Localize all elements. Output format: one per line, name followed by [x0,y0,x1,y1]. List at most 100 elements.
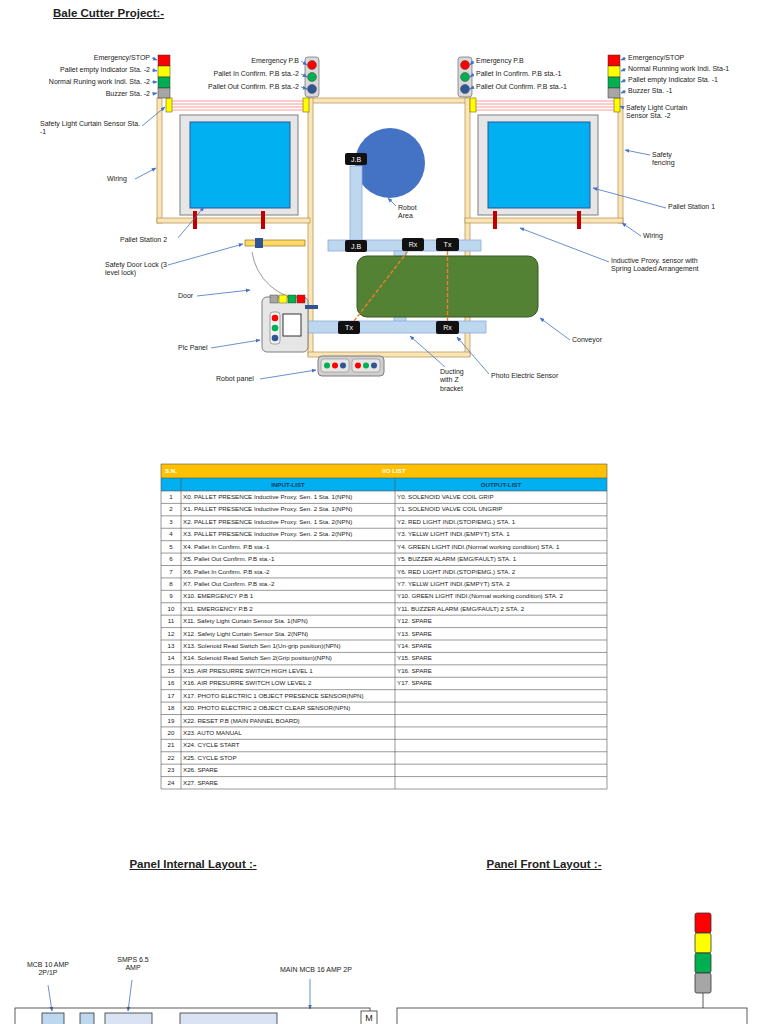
io-table-grid [395,478,396,789]
leader-line [301,74,307,77]
light-curtain [476,101,615,102]
io-table-grid [161,702,607,703]
leader-line [410,336,445,367]
door-lock [255,238,263,248]
table-cell: X11. EMERGENCY P.B 2 [183,603,393,615]
io-table-grid [161,464,607,478]
table-cell: Y0. SOLENOID VALVE COIL GRIP [397,491,605,503]
callout-label: Emergency P.B [476,57,524,65]
leader-line [152,82,157,83]
tower-light [158,55,620,98]
leader-line [620,106,624,108]
plc-panel [283,314,301,336]
device-tag: Rx [436,321,459,334]
callout-label: Pallet Station 1 [668,203,716,211]
tower-light [158,88,170,98]
leader-line [520,228,609,262]
table-cell: I/O LIST [181,464,607,478]
io-table-grid [161,627,607,628]
pallet-station [180,115,598,215]
leader-line [593,188,666,208]
safety-fence [618,98,623,223]
callout-label: MAIN MCB 16 AMP 2P [280,966,352,974]
callout-label: Emergency P.B [251,57,299,65]
callout-label: Door [178,292,193,300]
panel-internal-layout [15,1008,370,1024]
plc-panel [279,295,287,303]
light-curtain [476,107,615,108]
io-table-grid [161,515,607,516]
table-cell: 15 [161,665,181,677]
light-curtain [172,101,303,102]
table-cell: X11. Safety Light Curtain Sensor Sta. 1(… [183,615,393,627]
robot-panel [318,356,384,376]
callout-label: Safety Door Lock (3 level lock) [105,261,167,278]
callout-label: Pallet empty Indicator Sta. -2 [60,66,150,74]
light-curtain [172,110,303,111]
table-cell: 6 [161,553,181,565]
push-button-box [308,73,317,82]
table-cell: X22. RESET P.B (MAIN PANNEL BOARD) [183,715,393,727]
table-cell: Y17. SPARE [397,677,605,689]
robot-panel [321,359,349,372]
device-tag: J.B [345,240,367,252]
callout-label: Inductive Proxy. sensor with Spring Load… [611,257,707,274]
robot-panel [324,363,330,369]
io-table-grid [161,689,607,690]
table-cell: 4 [161,528,181,540]
callout-label: Conveyor [572,336,602,344]
proximity-sensor [577,211,581,229]
device-tag: Tx [436,238,459,251]
panel-front-layout [695,913,711,933]
io-table-grid [161,602,607,603]
panel-internal-layout [180,1013,277,1024]
tower-light [608,55,620,66]
callout-label: Ducting with Z bracket [440,368,474,393]
callout-label: Emergency/STOP [628,54,684,62]
callout-label: Normal Runing work Indi. Sta. -2 [49,78,150,86]
callout-label: Buzzer Sta. -1 [628,87,672,95]
device-tag: Tx [338,321,360,334]
table-cell: 12 [161,628,181,640]
io-table-grid [161,789,607,790]
table-cell: 17 [161,690,181,702]
tag-text: Rx [409,241,418,248]
callout-label: Plc Panel [178,344,208,352]
io-table-grid [161,640,607,641]
tag-text: Tx [444,241,452,248]
table-cell: X10. EMERGENCY P.B 1 [183,590,393,602]
io-table-grid [181,478,182,789]
push-button-box [305,57,319,97]
push-button-box [308,85,317,94]
section-heading: Panel Front Layout :- [434,858,654,872]
leader-line [301,61,307,65]
io-table-grid [161,464,162,789]
callout-label: Pallet Out Confirm. P.B sta.-1 [476,83,567,91]
panel-front-layout [397,1008,747,1024]
robot-panel [352,359,380,372]
leader-line [470,74,474,77]
table-cell: X15. AIR PRESURRE SWITCH HIGH LEVEL 1 [183,665,393,677]
robot-panel [340,363,346,369]
table-cell: Y3. YELLW LIGHT INDI.(EMPYT) STA. 1 [397,528,605,540]
robot-panel [363,363,369,369]
tower-light [158,77,170,88]
leader-line [211,340,260,348]
io-table-grid [161,677,607,678]
table-cell: 19 [161,715,181,727]
tower-light [158,55,170,66]
tag-text: Rx [443,324,452,331]
table-cell: Y10. GREEN LIGHT INDI.(Normal working co… [397,590,605,602]
callout-label: M [362,1013,376,1024]
table-cell: 10 [161,603,181,615]
table-cell: Y12. SPARE [397,615,605,627]
light-beam [354,251,408,321]
io-table-grid [161,491,607,492]
tag-text: Tx [345,324,353,331]
table-cell: 2 [161,503,181,515]
robot-panel [318,356,384,376]
table-cell: 23 [161,764,181,776]
table-cell: 9 [161,590,181,602]
ducting [350,166,362,241]
plc-panel [262,297,308,352]
